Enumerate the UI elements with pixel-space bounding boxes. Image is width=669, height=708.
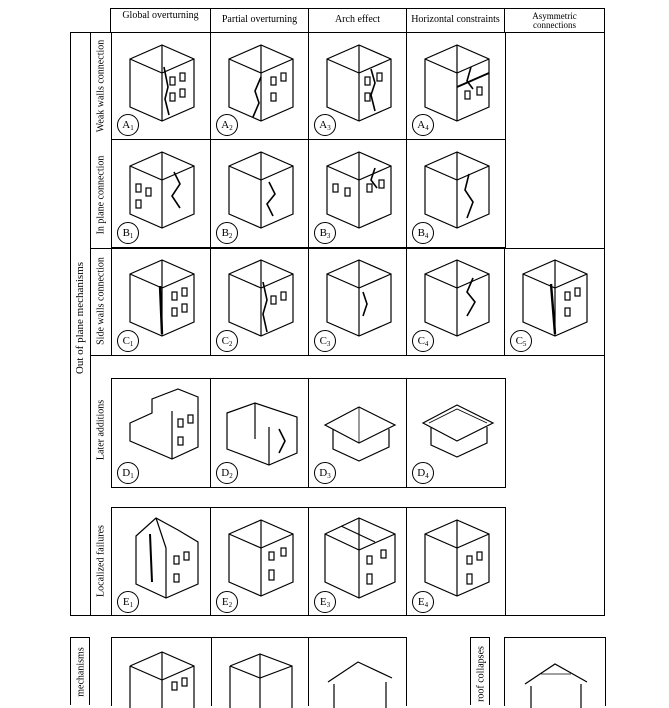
lower-cell-2 — [210, 637, 309, 706]
cell-E3: E3 — [308, 507, 407, 616]
mechanism-building-icon — [122, 383, 202, 473]
mechanism-label: E1 — [117, 591, 139, 613]
row-label-weak-walls: Weak walls connection — [96, 40, 107, 133]
mechanism-building-icon — [220, 642, 300, 708]
mechanism-building-icon — [319, 37, 399, 127]
mechanism-roof-icon — [515, 642, 595, 708]
outer-left-border — [70, 32, 71, 616]
cell-A1: A1 — [111, 33, 211, 140]
cell-A2: A2 — [210, 33, 309, 140]
group-label-out-of-plane: Out of plane mechanisms — [74, 262, 86, 374]
lower-cell-3 — [308, 637, 407, 706]
cell-E1: E1 — [111, 507, 211, 616]
mechanism-building-icon — [122, 144, 202, 234]
column-header-arch-effect: Arch effect — [309, 8, 406, 32]
mechanism-building-icon — [515, 252, 595, 342]
mechanism-label: A3 — [314, 114, 336, 136]
cell-B1: B1 — [111, 140, 211, 248]
row-label-localized-failures: Localized failures — [96, 525, 107, 597]
mechanism-label: A4 — [412, 114, 434, 136]
mechanism-label: D3 — [314, 462, 336, 484]
mechanism-building-icon — [122, 642, 202, 708]
cell-D4: D4 — [406, 378, 506, 488]
mechanism-label: B2 — [216, 222, 238, 244]
mechanism-label: E4 — [412, 591, 434, 613]
mechanism-building-icon — [319, 144, 399, 234]
mechanism-building-icon — [221, 512, 301, 602]
mechanism-label: D2 — [216, 462, 238, 484]
mechanism-label: C1 — [117, 330, 139, 352]
mechanism-label: D1 — [117, 462, 139, 484]
mechanism-label: B4 — [412, 222, 434, 244]
mechanism-building-icon — [122, 37, 202, 127]
cell-E2: E2 — [210, 507, 309, 616]
mechanism-label: B1 — [117, 222, 139, 244]
cell-B2: B2 — [210, 140, 309, 248]
mechanism-building-icon — [221, 144, 301, 234]
mechanism-building-icon — [417, 512, 497, 602]
cell-B4: B4 — [406, 140, 506, 248]
mechanism-label: C3 — [314, 330, 336, 352]
mechanism-label: E3 — [314, 591, 336, 613]
column-header-asymmetric-connections: Asymmetric connections — [505, 8, 604, 32]
cell-A4: A4 — [406, 33, 506, 140]
cell-B3: B3 — [308, 140, 407, 248]
lower-left-label: mechanisms — [76, 647, 87, 696]
cell-C1: C1 — [111, 248, 211, 355]
row-label-in-plane: In plane connection — [96, 156, 107, 235]
mechanism-label: A1 — [117, 114, 139, 136]
mechanism-building-icon — [221, 37, 301, 127]
mechanism-label: C5 — [510, 330, 532, 352]
mechanism-label: B3 — [314, 222, 336, 244]
cell-C4: C4 — [406, 248, 505, 355]
cell-D2: D2 — [210, 378, 309, 488]
mechanism-building-icon — [417, 37, 497, 127]
cell-C2: C2 — [210, 248, 309, 355]
cell-D1: D1 — [111, 378, 211, 488]
mechanism-building-icon — [319, 512, 399, 602]
mechanism-label: C4 — [412, 330, 434, 352]
lower-cell-4 — [504, 637, 606, 706]
mechanism-building-icon — [122, 252, 202, 342]
mechanism-label: A2 — [216, 114, 238, 136]
cell-C5: C5 — [504, 248, 605, 355]
row-label-later-additions: Later additions — [96, 400, 107, 460]
lower-right-label: roof collapses — [476, 646, 487, 702]
mechanism-roof-icon — [319, 383, 399, 473]
cell-C3: C3 — [308, 248, 407, 355]
cell-A3: A3 — [308, 33, 407, 140]
column-header-partial-overturning: Partial overturning — [211, 8, 308, 32]
cell-E4: E4 — [406, 507, 506, 616]
mechanism-label: C2 — [216, 330, 238, 352]
cell-D3: D3 — [308, 378, 407, 488]
mechanism-building-icon — [221, 383, 301, 473]
mechanism-label: E2 — [216, 591, 238, 613]
mechanism-roof-icon — [417, 383, 497, 473]
mechanism-building-icon — [319, 252, 399, 342]
lower-cell-1 — [111, 637, 212, 706]
mechanism-building-icon — [122, 512, 202, 602]
column-header-global-overturning: Global overturning — [111, 8, 210, 32]
column-header-horizontal-constraints: Horizontal constraints — [407, 8, 504, 32]
mechanism-roof-icon — [318, 642, 398, 708]
mechanism-building-icon — [221, 252, 301, 342]
mechanism-label: D4 — [412, 462, 434, 484]
mechanism-building-icon — [417, 144, 497, 234]
mechanism-building-icon — [417, 252, 497, 342]
